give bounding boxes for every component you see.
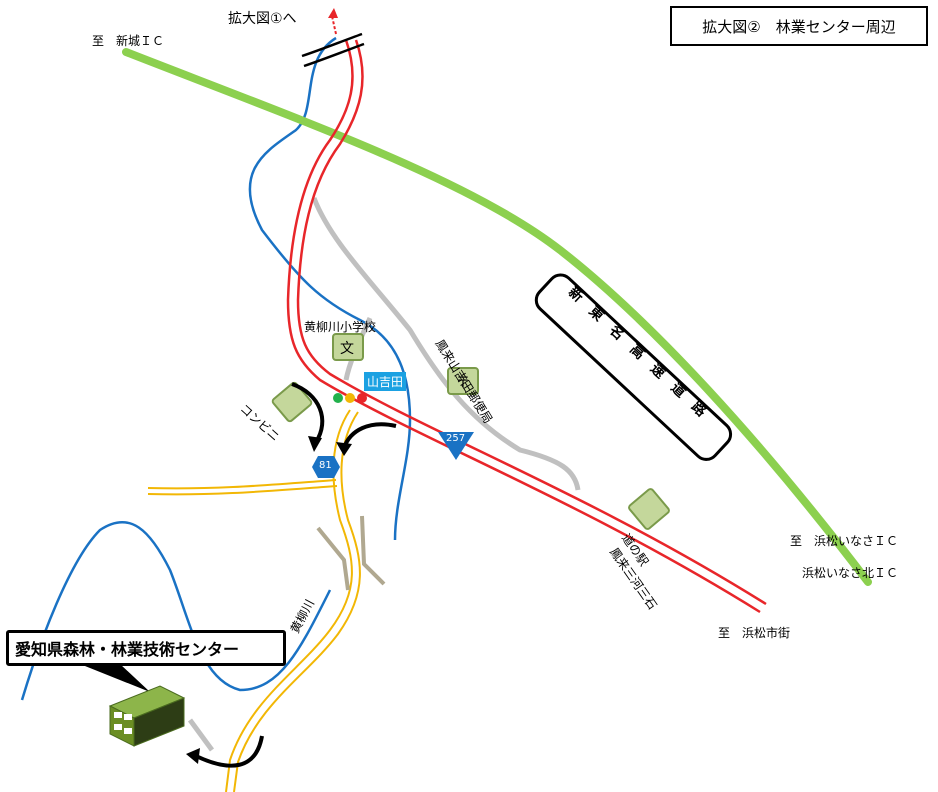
- route-81-shield: [312, 456, 340, 478]
- side-road-west: [147, 479, 338, 496]
- school-symbol: 文: [340, 341, 354, 357]
- convenience-store-box: [271, 381, 313, 423]
- signal-red: [357, 393, 367, 403]
- hamamatsu-inasa-ic-label: 至 浜松いなさＩＣ: [790, 534, 899, 548]
- turn-arrow-left: [291, 382, 325, 444]
- local-road-3: [187, 718, 215, 752]
- highway-badge: [534, 273, 733, 461]
- route-81-number: 81: [319, 460, 332, 471]
- route-257-number: 257: [446, 433, 466, 444]
- signal-yellow: [345, 393, 355, 403]
- turn-arrow-right: [342, 422, 397, 449]
- direction-arrow: [331, 15, 337, 35]
- forestry-center-building: [108, 685, 186, 747]
- to-map1-label: 拡大図①へ: [228, 11, 297, 27]
- route-81-road: [225, 409, 361, 792]
- turn-arrowhead-center: [186, 748, 200, 764]
- signal-green: [333, 393, 343, 403]
- school-label: 黄柳川小学校: [304, 320, 377, 334]
- direction-arrowhead: [328, 8, 338, 18]
- turn-arrowhead-right: [336, 442, 352, 456]
- shin-tomei-expressway: [122, 48, 872, 586]
- post-symbol-box: [447, 367, 479, 395]
- shinshiro-ic-label: 至 新城ＩＣ: [92, 34, 165, 48]
- michi-no-eki-box: [628, 488, 670, 530]
- bridge-marks: [316, 515, 386, 591]
- route-257-shield: [438, 432, 474, 460]
- hamamatsu-inasa-north-ic-label: 浜松いなさ北ＩＣ: [802, 566, 899, 580]
- overpass-symbol: [301, 32, 365, 68]
- turn-arrow-center: [195, 735, 264, 768]
- turn-arrowhead-left: [308, 436, 322, 452]
- local-road-1: [311, 197, 581, 491]
- callout-pointer: [80, 664, 150, 692]
- map-title: 拡大図② 林業センター周辺: [670, 6, 928, 46]
- school-symbol-box: [332, 333, 364, 361]
- post-symbol: 〒: [456, 375, 470, 391]
- route-257-road: [286, 39, 767, 614]
- intersection-label: 山吉田: [364, 372, 407, 391]
- river-lower: [20, 520, 332, 701]
- forestry-center-label: 愛知県森林・林業技術センター: [6, 630, 286, 666]
- hamamatsu-city-label: 至 浜松市街: [718, 626, 791, 640]
